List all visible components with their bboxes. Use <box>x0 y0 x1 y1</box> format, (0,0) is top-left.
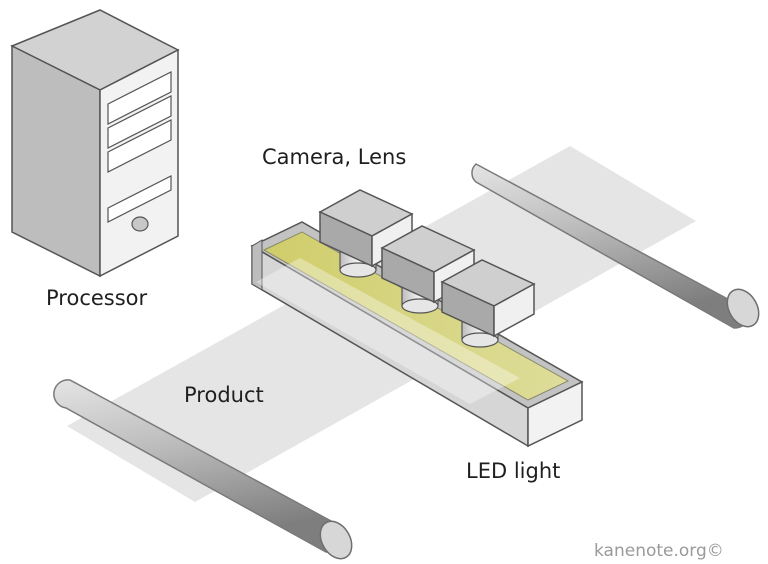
led-light-label: LED light <box>466 459 560 483</box>
credit-text: kanenote.org© <box>594 541 724 561</box>
led-bar-light-icon <box>250 221 584 448</box>
server-tower-icon <box>10 9 180 278</box>
camera-lens-label: Camera, Lens <box>262 145 406 169</box>
roller-icon <box>53 379 353 560</box>
roller-icon <box>471 163 760 329</box>
camera-icon <box>440 259 536 348</box>
processor-label: Processor <box>46 286 148 310</box>
light-beam <box>256 258 520 404</box>
product-label: Product <box>184 383 264 407</box>
